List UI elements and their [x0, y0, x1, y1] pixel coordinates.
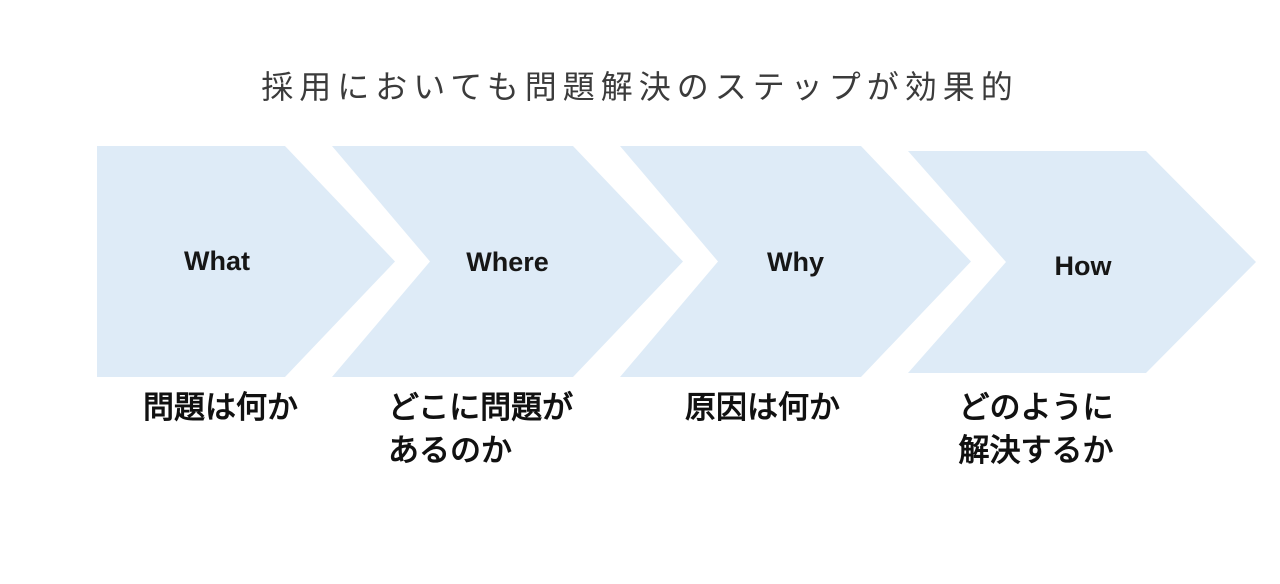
chevron-arrow-why-icon: [620, 146, 971, 377]
step-label-why: Why: [767, 247, 824, 277]
step-label-what: What: [184, 246, 250, 276]
step-description-line: 解決するか: [958, 433, 1114, 468]
chevron-arrow-how-icon: [908, 151, 1256, 373]
step-description-how: どのように 解決するか: [905, 386, 1167, 472]
step-label-where: Where: [466, 247, 549, 277]
step-description-line: どのように: [958, 390, 1114, 425]
step-description-where: どこに問題が あるのか: [388, 386, 573, 472]
slide-title: 採用においても問題解決のステップが効果的: [261, 69, 1019, 105]
step-description-line: あるのか: [388, 433, 512, 468]
chevron-arrow-where-icon: [332, 146, 683, 377]
step-description-why: 原因は何か: [685, 386, 840, 429]
step-label-how: How: [1054, 251, 1112, 281]
step-description-what: 問題は何か: [143, 386, 298, 429]
step-description-line: 原因は何か: [685, 390, 840, 425]
step-description-line: どこに問題が: [388, 390, 574, 425]
chevron-arrow-what-icon: [97, 146, 395, 377]
step-description-line: 問題は何か: [143, 390, 298, 425]
